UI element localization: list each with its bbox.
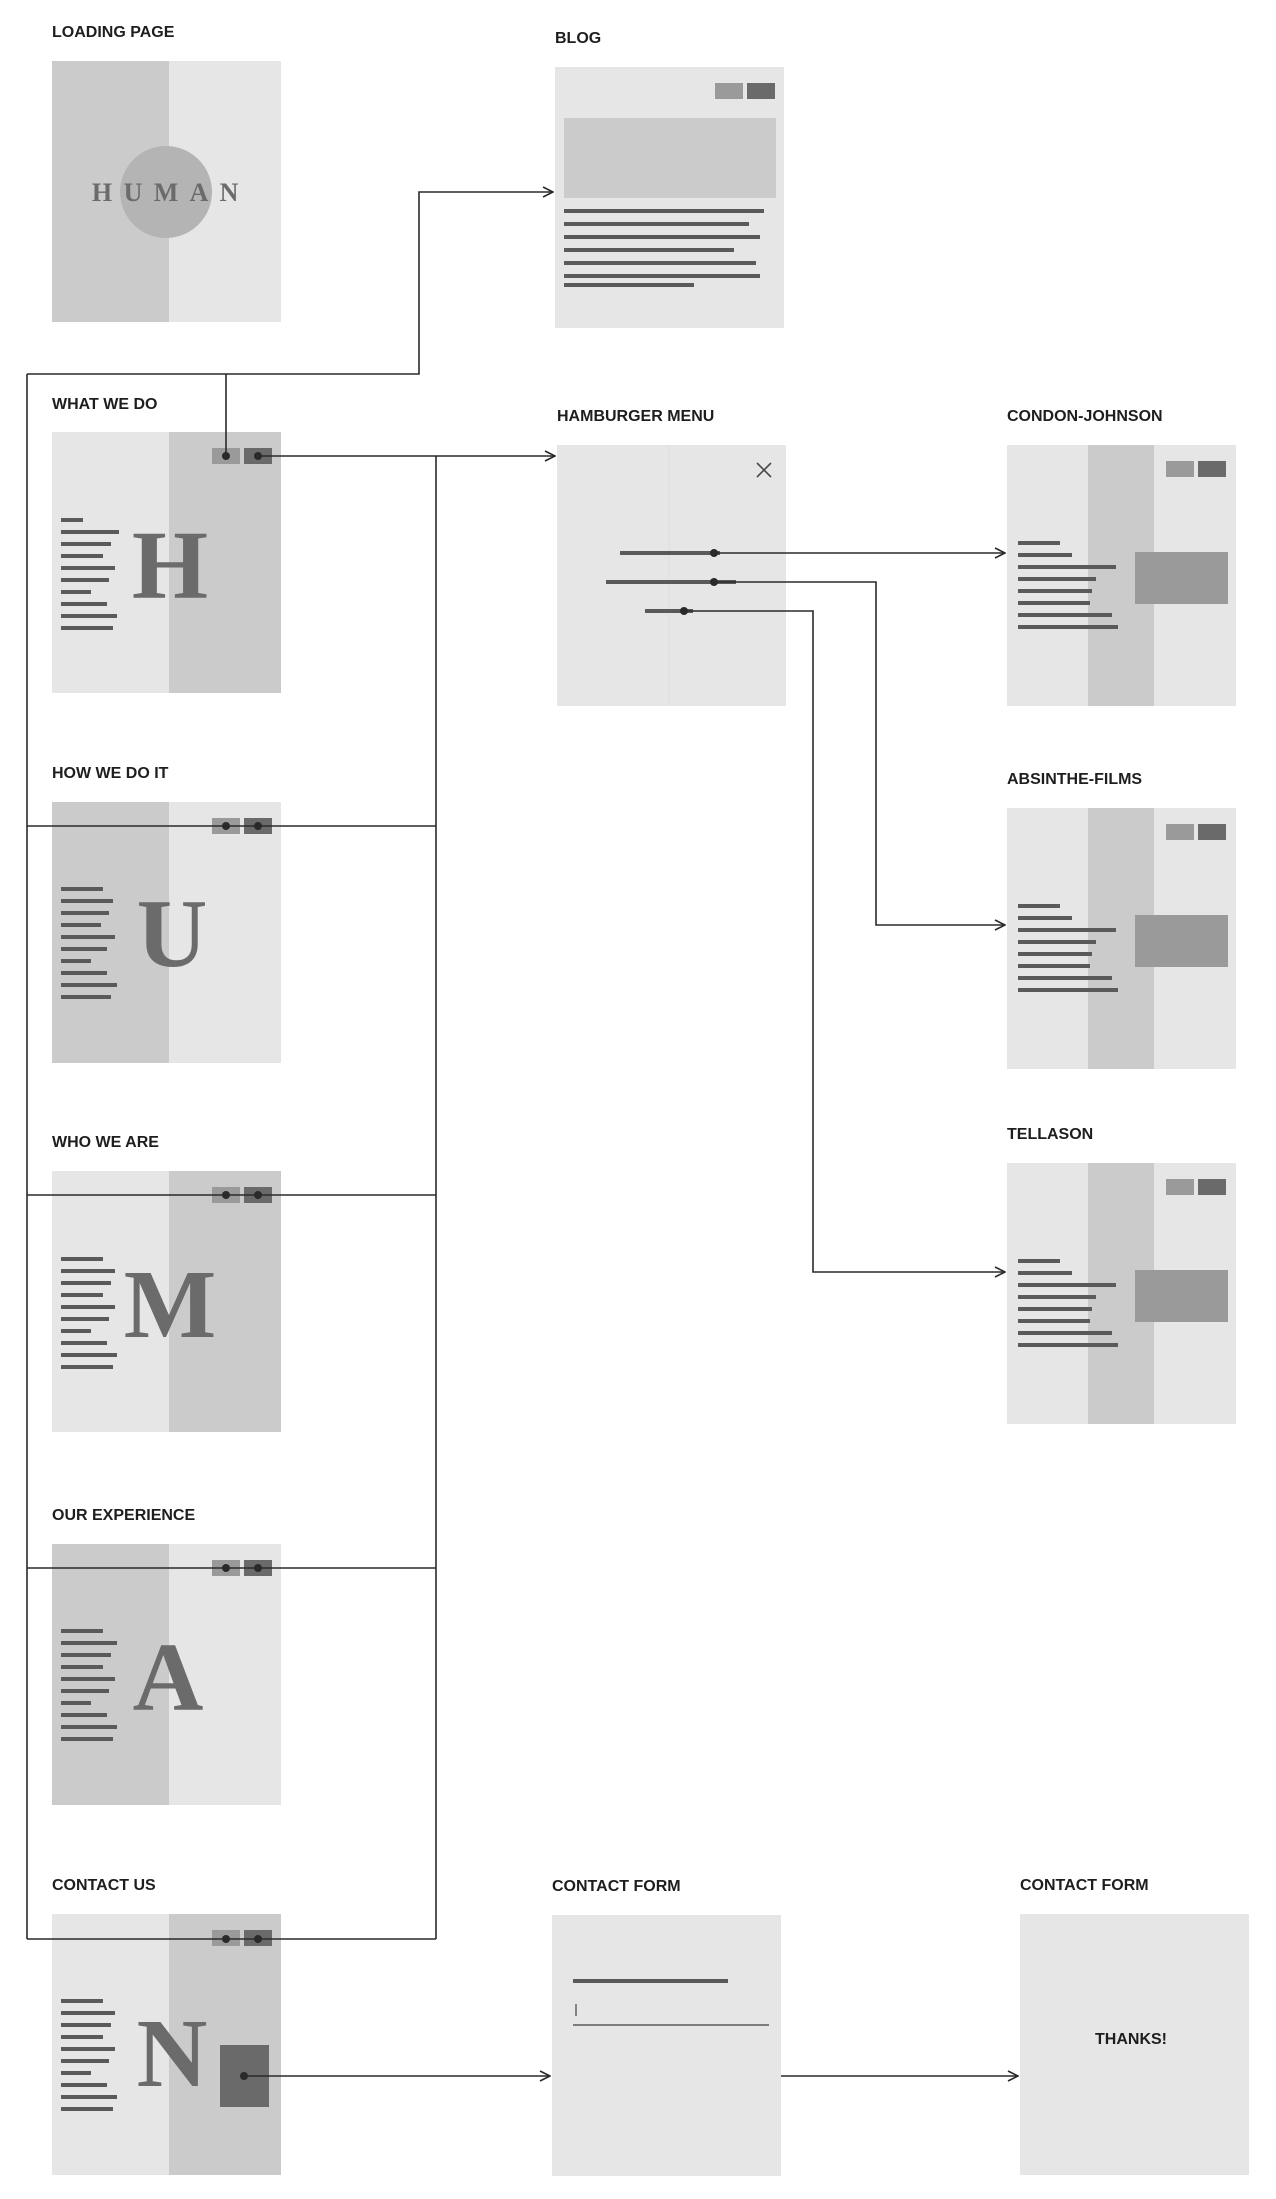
connector-to-tellason xyxy=(684,610,1005,1272)
svg-text:A: A xyxy=(190,178,209,207)
screen-contact-form: CONTACT FORM xyxy=(552,1878,781,2176)
thanks-message: THANKS! xyxy=(1095,2031,1167,2048)
screen-contact-us: CONTACT US N xyxy=(52,1877,281,2175)
svg-text:U: U xyxy=(124,178,143,207)
section-letter: H xyxy=(132,512,208,620)
screen-label: OUR EXPERIENCE xyxy=(52,1507,195,1524)
menu-button xyxy=(715,83,743,99)
svg-text:M: M xyxy=(154,178,179,207)
section-text xyxy=(61,1257,117,1369)
screen-label: WHO WE ARE xyxy=(52,1134,159,1151)
screen-label: LOADING PAGE xyxy=(52,24,175,41)
blog-hero-image xyxy=(564,118,776,198)
screen-what-we-do: WHAT WE DO H xyxy=(52,396,281,693)
screen-label: HAMBURGER MENU xyxy=(557,408,714,425)
section-text xyxy=(61,1629,117,1741)
screen-label: CONTACT FORM xyxy=(1020,1877,1149,1894)
section-text xyxy=(61,518,119,630)
screen-label: ABSINTHE-FILMS xyxy=(1007,771,1142,788)
section-letter: M xyxy=(124,1251,217,1359)
screen-loading-page: LOADING PAGE H U M A N xyxy=(52,24,281,322)
screen-label: CONTACT US xyxy=(52,1877,156,1894)
screen-label: CONTACT FORM xyxy=(552,1878,681,1895)
connector-lines xyxy=(26,192,1018,2076)
svg-text:N: N xyxy=(220,178,239,207)
screen-tellason: TELLASON xyxy=(1007,1126,1236,1424)
screen-contact-thanks: CONTACT FORM THANKS! xyxy=(1020,1877,1249,2175)
screen-hamburger-menu: HAMBURGER MENU xyxy=(557,408,786,706)
menu-links xyxy=(606,551,736,613)
menu-button xyxy=(747,83,775,99)
project-image xyxy=(1135,1270,1228,1322)
screen-label: BLOG xyxy=(555,30,601,47)
screen-label: WHAT WE DO xyxy=(52,396,157,413)
blog-text xyxy=(564,209,764,287)
section-letter: A xyxy=(133,1624,204,1732)
section-letter: N xyxy=(137,2000,208,2108)
logo-circle xyxy=(120,146,212,238)
screen-label: CONDON-JOHNSON xyxy=(1007,408,1163,425)
connector-to-blog xyxy=(27,192,553,375)
section-text xyxy=(61,1999,117,2111)
screen-label: HOW WE DO IT xyxy=(52,765,169,782)
screen-blog: BLOG xyxy=(555,30,784,328)
wordmark: H U M A N xyxy=(92,178,239,207)
connector-to-absinthe xyxy=(714,581,1005,925)
svg-text:H: H xyxy=(92,178,112,207)
connector-dots xyxy=(222,452,718,2080)
screen-label: TELLASON xyxy=(1007,1126,1093,1143)
section-letter: U xyxy=(137,880,208,988)
screen-our-experience: OUR EXPERIENCE A xyxy=(52,1507,281,1805)
screen-how-we-do-it: HOW WE DO IT U xyxy=(52,765,281,1063)
form-prompt xyxy=(573,1979,728,1983)
section-text xyxy=(61,887,117,999)
project-image xyxy=(1135,915,1228,967)
project-image xyxy=(1135,552,1228,604)
screen-who-we-are: WHO WE ARE M xyxy=(52,1134,281,1432)
close-icon xyxy=(756,462,772,478)
screen-condon-johnson: CONDON-JOHNSON xyxy=(1007,408,1236,706)
project-text xyxy=(1018,541,1118,629)
project-text xyxy=(1018,904,1118,992)
screen-absinthe-films: ABSINTHE-FILMS xyxy=(1007,771,1236,1069)
project-text xyxy=(1018,1259,1118,1347)
